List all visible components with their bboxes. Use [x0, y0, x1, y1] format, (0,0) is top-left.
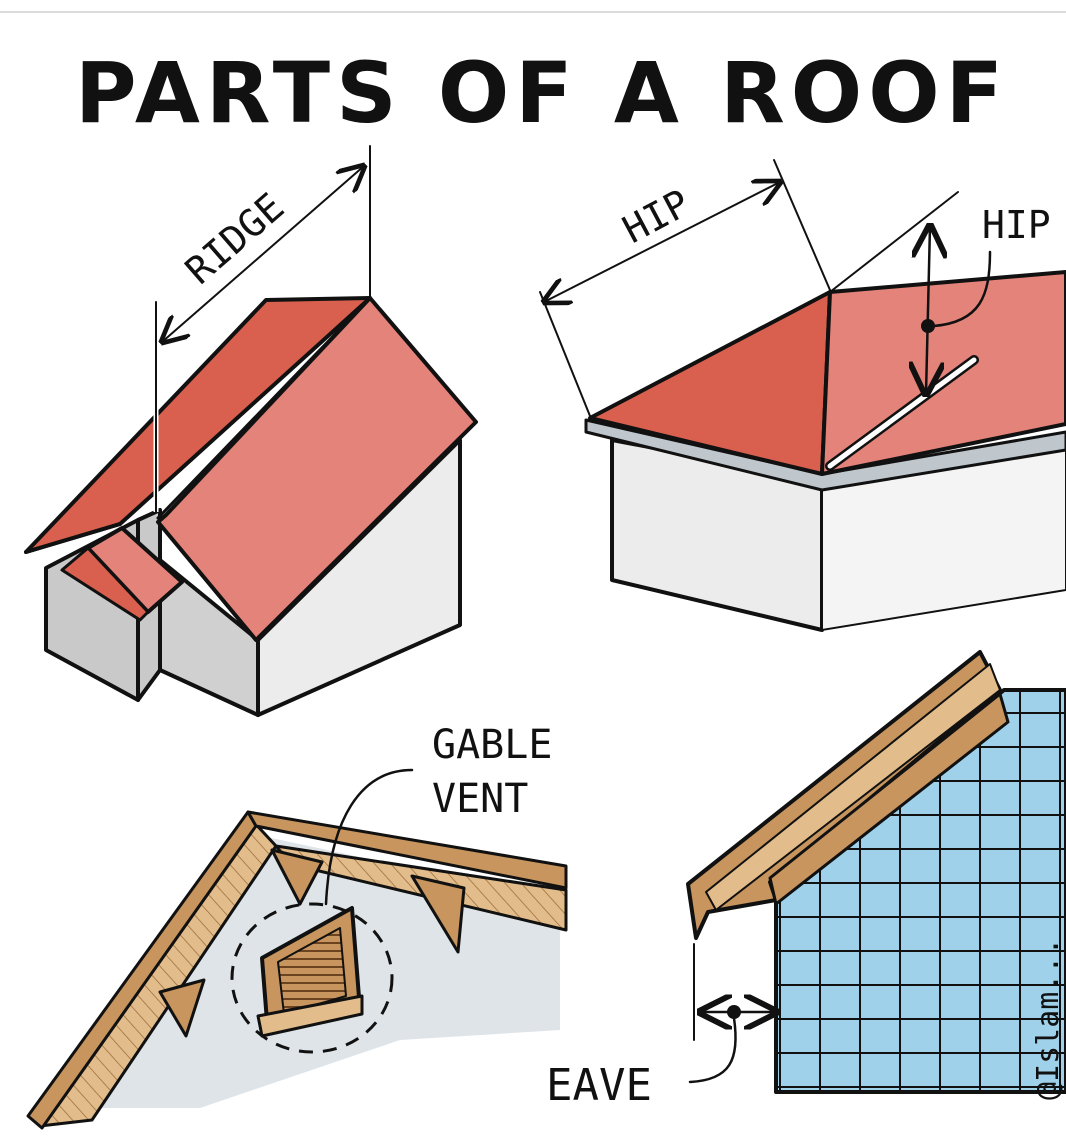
- leader-dot-icon: [921, 319, 935, 333]
- gable-vent-label-line2: VENT: [432, 776, 528, 822]
- credit-text: @Islam...: [1031, 937, 1066, 1100]
- hip-roof-illustration: [584, 270, 1066, 632]
- gable-vent-label-line1: GABLE: [432, 722, 552, 768]
- eave-label: EAVE: [546, 1060, 652, 1111]
- ridge-label: RIDGE: [177, 185, 292, 293]
- eave-illustration: EAVE: [546, 650, 1066, 1111]
- gable-house-illustration: [24, 296, 478, 717]
- hip-label-top: HIP: [616, 181, 697, 252]
- hip-label-right: HIP: [982, 203, 1051, 247]
- page-title: PARTS OF A ROOF: [75, 44, 1009, 142]
- gable-vent-illustration: GABLE VENT: [26, 722, 568, 1130]
- hip-pointer: HIP: [829, 191, 1051, 394]
